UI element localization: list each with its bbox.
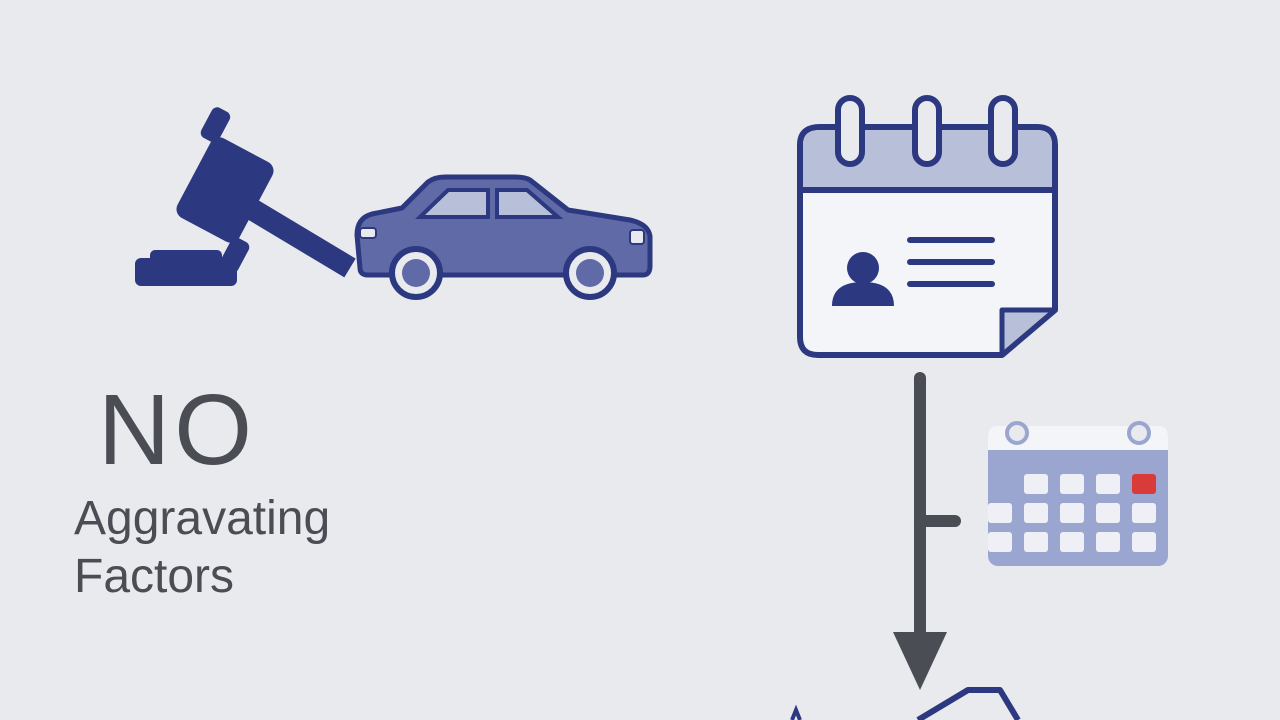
gavel-head <box>176 137 274 243</box>
calendar-day <box>1060 532 1084 552</box>
car-icon <box>354 174 653 300</box>
calendar-day <box>1096 532 1120 552</box>
gavel-base <box>135 258 237 286</box>
profile-body <box>832 282 894 306</box>
gavel-handle <box>239 195 356 278</box>
calendar-day <box>1024 532 1048 552</box>
car-window-front <box>415 188 490 219</box>
car-hub-front <box>402 259 430 287</box>
calendar-day <box>1132 532 1156 552</box>
partial-mark <box>790 704 802 720</box>
car-headlight <box>359 227 377 239</box>
calendar-day <box>1096 474 1120 494</box>
car-hub-rear <box>576 259 604 287</box>
calendar-day <box>1132 503 1156 523</box>
car-taillight <box>629 229 645 245</box>
gavel-head-cap-bottom <box>219 237 250 273</box>
car-window-rear <box>495 188 564 219</box>
calendar-profile-icon <box>797 95 1058 358</box>
headline-factors: Aggravating Factors <box>74 490 330 606</box>
calendar-day <box>1060 503 1084 523</box>
calendar-day <box>1024 474 1048 494</box>
calendar-day <box>988 532 1012 552</box>
calendar-ring-1 <box>835 95 865 167</box>
small-calendar-ring-1 <box>1005 421 1029 445</box>
highlighted-day <box>1132 474 1156 494</box>
calendar-day <box>1060 474 1084 494</box>
arrow-head <box>893 632 947 690</box>
calendar-day <box>1096 503 1120 523</box>
small-calendar-ring-2 <box>1127 421 1151 445</box>
headline-no: NO <box>98 374 256 486</box>
headline-line-1: Aggravating <box>74 492 331 545</box>
calendar-page-curl <box>999 307 1058 358</box>
small-calendar-icon <box>988 421 1168 566</box>
partial-shape <box>916 687 1021 720</box>
down-arrow-icon <box>893 372 961 690</box>
calendar-ring-2 <box>912 95 942 167</box>
gavel-base-top <box>150 250 222 264</box>
partial-icon-bottom <box>790 687 1021 720</box>
profile-head <box>847 252 879 284</box>
calendar-day <box>1024 503 1048 523</box>
headline-line-2: Factors <box>74 550 235 603</box>
gavel-icon <box>135 107 356 286</box>
calendar-ring-3 <box>988 95 1018 167</box>
small-calendar-header <box>988 426 1168 450</box>
small-calendar-body <box>988 426 1168 566</box>
calendar-day <box>988 503 1012 523</box>
small-calendar-grid <box>988 474 1156 552</box>
gavel-head-cap-top <box>200 107 231 143</box>
